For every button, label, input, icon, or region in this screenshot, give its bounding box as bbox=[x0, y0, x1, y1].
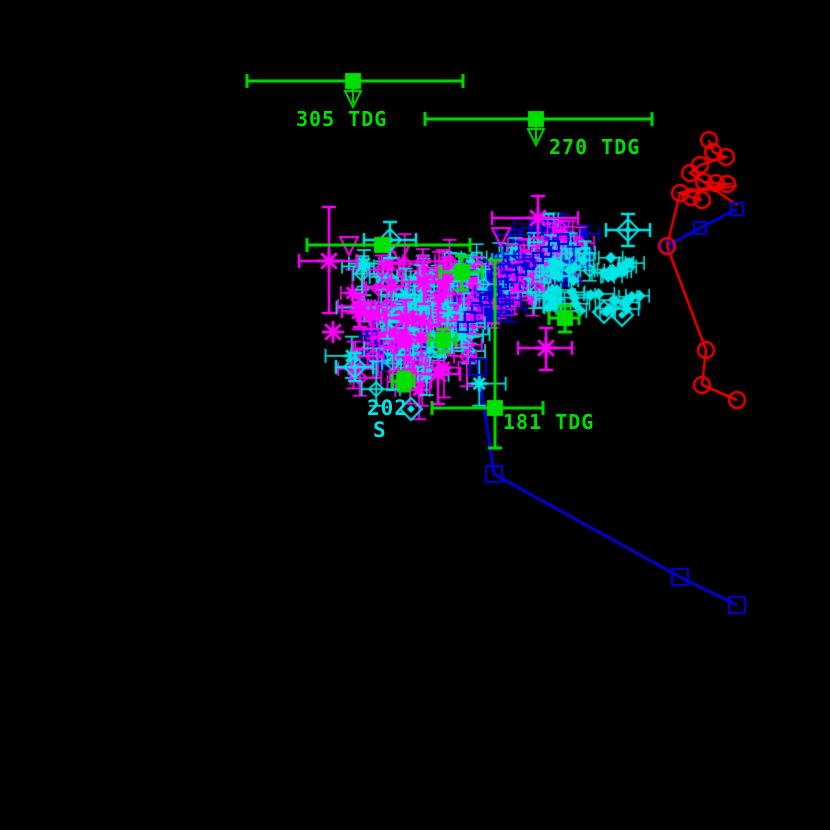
annotation-270-tdg: 270 TDG bbox=[549, 135, 641, 159]
annotation-305-tdg: 305 TDG bbox=[296, 107, 388, 131]
annotation-202-sub: S bbox=[373, 418, 387, 442]
annotation-181-tdg: 181 TDG bbox=[503, 410, 595, 434]
annotation-202: 202 bbox=[367, 396, 408, 420]
